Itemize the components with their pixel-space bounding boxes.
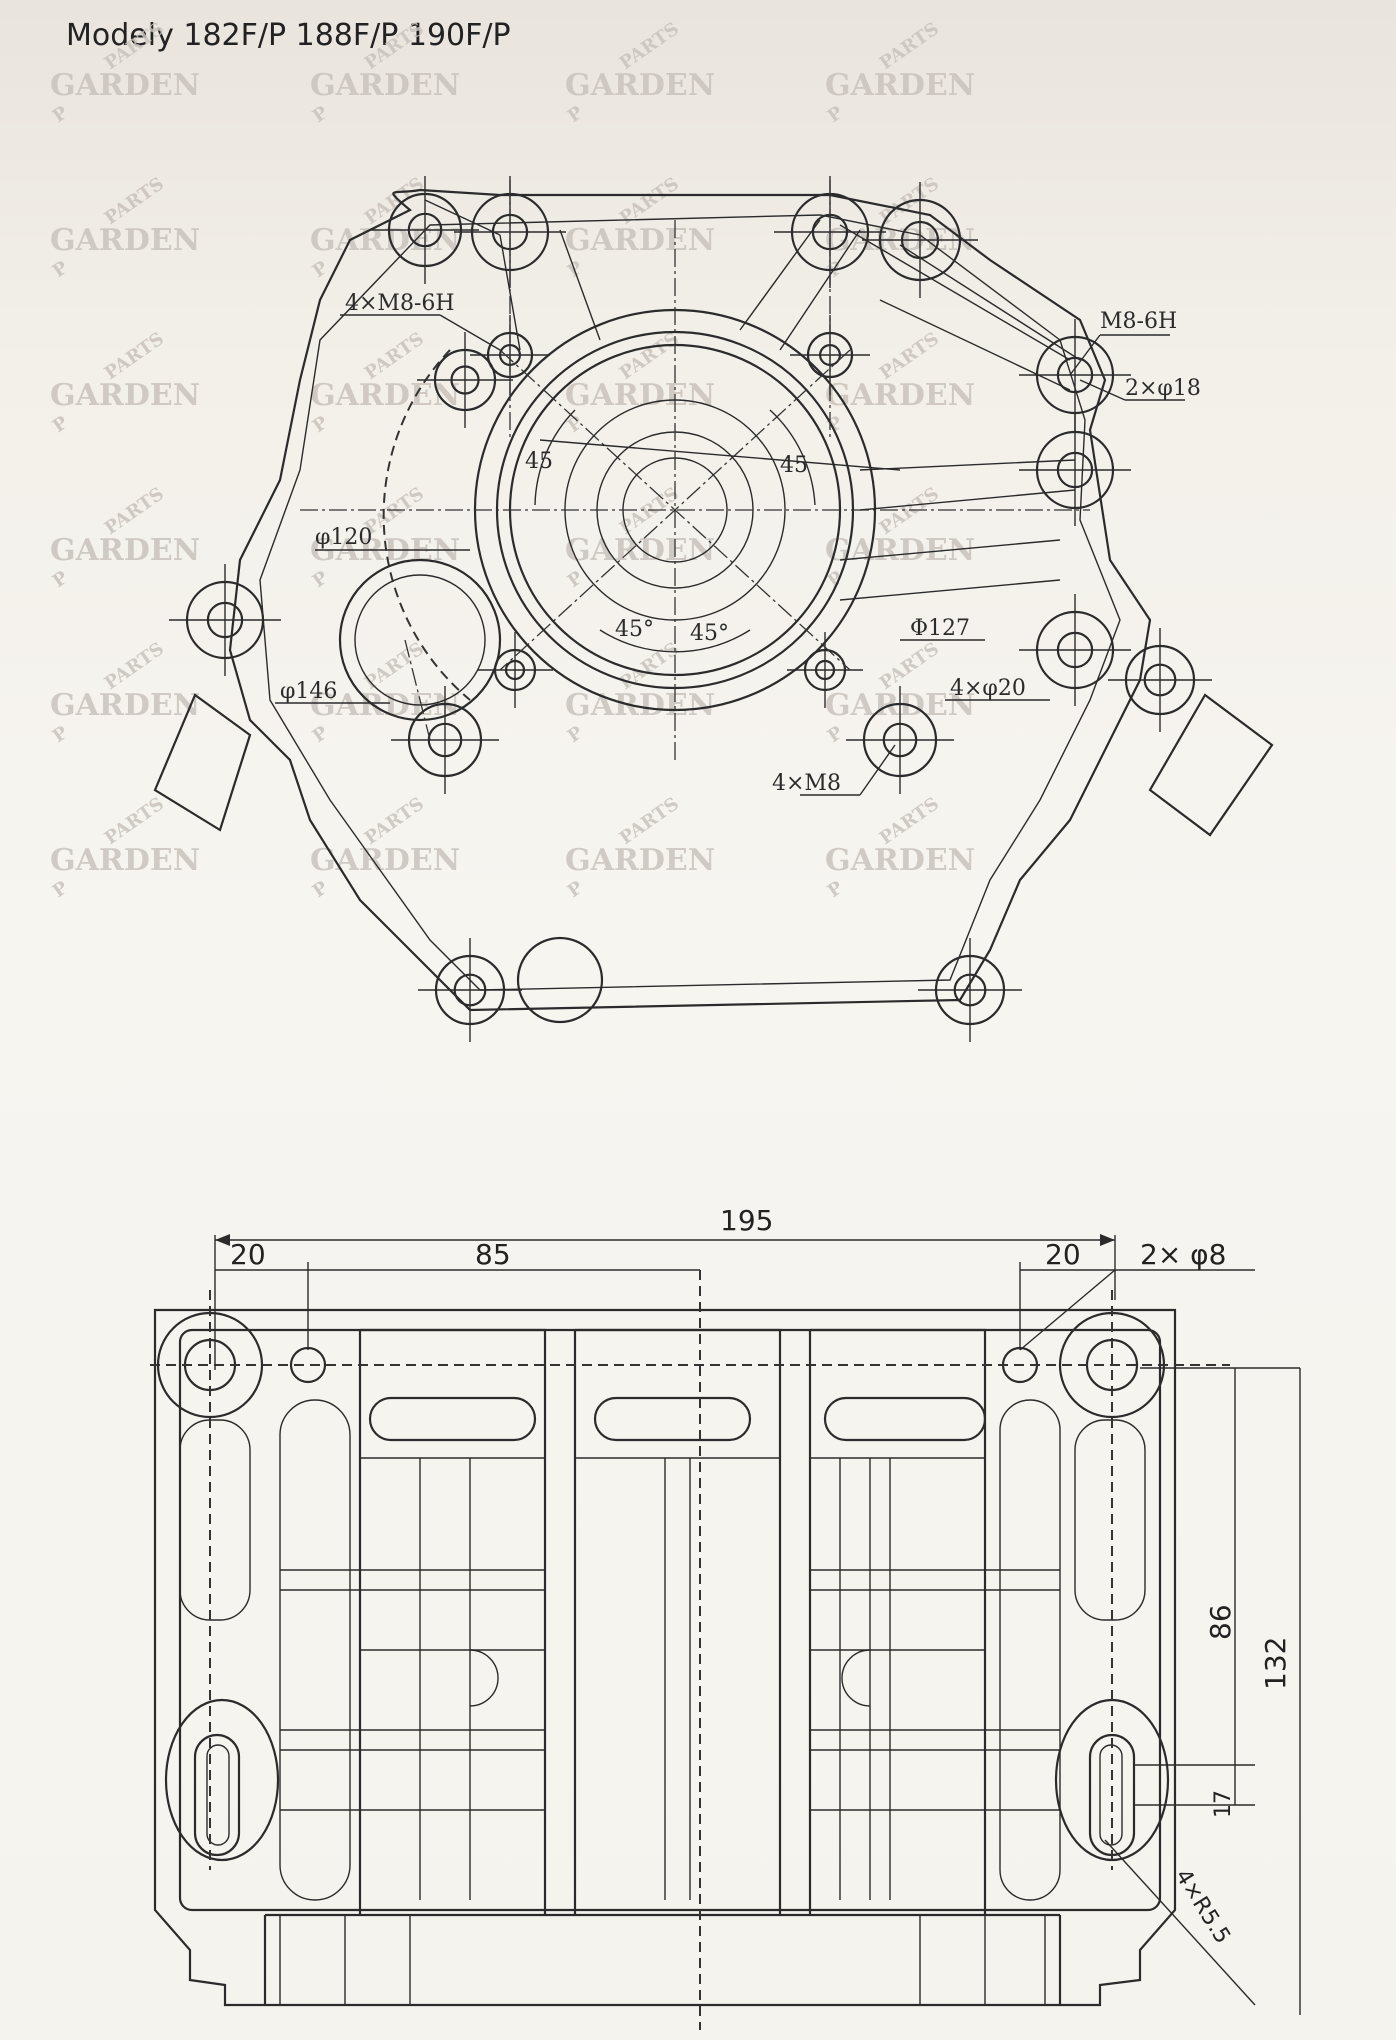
watermark-text: GARDEN: [50, 688, 200, 723]
watermark-small: PARTS: [876, 638, 943, 694]
watermark-text: GARDEN: [50, 378, 200, 413]
dim-20-left: 20: [230, 1238, 266, 1271]
watermark-text: GARDEN: [50, 843, 200, 878]
watermark-text: GARDEN: [565, 533, 715, 568]
watermark-small: PARTS: [101, 483, 168, 539]
watermark-text: GARDEN: [565, 223, 715, 258]
watermark-text: GARDEN: [565, 688, 715, 723]
watermark-small: PARTS: [101, 173, 168, 229]
label-2x-phi18: 2×φ18: [1125, 376, 1201, 401]
watermark-small: P: [564, 257, 588, 282]
dim-86: 86: [1204, 1604, 1237, 1640]
watermark-text: GARDEN: [565, 378, 715, 413]
right-tab: [1148, 693, 1274, 837]
dim-20-right: 20: [1045, 1238, 1081, 1271]
watermark-small: P: [49, 257, 73, 282]
watermark-small: P: [824, 722, 848, 747]
watermark-small: P: [309, 722, 333, 747]
watermark-small: PARTS: [101, 328, 168, 384]
label-4x-m8-6h: 4×M8-6H: [345, 291, 455, 316]
watermark-text: GARDEN: [565, 843, 715, 878]
watermark-text: GARDEN: [310, 843, 460, 878]
watermark-small: PARTS: [361, 793, 428, 849]
watermark-text: GARDEN: [50, 68, 200, 103]
watermark-small: P: [824, 102, 848, 127]
watermark-small: P: [564, 412, 588, 437]
left-tab: [153, 693, 252, 832]
watermark-layer: GARDENPARTSPGARDENPARTSPGARDENPARTSPGARD…: [49, 18, 975, 902]
watermark-text: GARDEN: [825, 378, 975, 413]
watermark-small: PARTS: [616, 18, 683, 74]
base-outline: [153, 1308, 1177, 2007]
watermark-text: GARDEN: [825, 843, 975, 878]
watermark-small: P: [309, 567, 333, 592]
dim-85: 85: [475, 1238, 511, 1271]
watermark-small: PARTS: [101, 18, 168, 74]
label-phi120: φ120: [315, 525, 372, 550]
dim-4x-r5-5: 4×R5.5: [1170, 1865, 1235, 1948]
watermark-small: PARTS: [616, 328, 683, 384]
label-4x-phi20: 4×φ20: [950, 676, 1026, 701]
watermark-small: P: [49, 567, 73, 592]
watermark-small: PARTS: [876, 793, 943, 849]
watermark-small: PARTS: [616, 793, 683, 849]
page-title: Modely 182F/P 188F/P 190F/P: [66, 18, 511, 53]
side-view: 195 20 85 20 2× φ8 86 132 17 4×R5.5: [150, 1204, 1301, 2030]
watermark-small: PARTS: [361, 173, 428, 229]
dimension-lines: [214, 1235, 1301, 2015]
watermark-small: PARTS: [361, 18, 428, 74]
label-phi146: φ146: [280, 679, 337, 704]
watermark-small: P: [49, 722, 73, 747]
watermark-small: P: [564, 722, 588, 747]
watermark-small: P: [824, 877, 848, 902]
dim-132: 132: [1259, 1637, 1292, 1690]
dim-17: 17: [1211, 1790, 1236, 1818]
bolt-bosses: [169, 176, 1212, 1042]
watermark-text: GARDEN: [50, 533, 200, 568]
dim-195: 195: [720, 1204, 773, 1237]
watermark-small: PARTS: [876, 483, 943, 539]
watermark-small: P: [309, 257, 333, 282]
aux-bore: [338, 558, 502, 722]
watermark-small: P: [49, 412, 73, 437]
watermark-text: GARDEN: [310, 378, 460, 413]
drain-boss: [516, 936, 604, 1024]
watermark-small: PARTS: [101, 793, 168, 849]
watermark-small: PARTS: [101, 638, 168, 694]
watermark-text: GARDEN: [310, 68, 460, 103]
label-m8-6h: M8-6H: [1100, 309, 1177, 334]
watermark-small: P: [49, 877, 73, 902]
label-4x-m8: 4×M8: [772, 771, 841, 796]
watermark-text: GARDEN: [50, 223, 200, 258]
watermark-text: GARDEN: [310, 223, 460, 258]
watermark-small: P: [309, 877, 333, 902]
watermark-small: P: [564, 877, 588, 902]
watermark-small: P: [49, 102, 73, 127]
watermark-text: GARDEN: [825, 68, 975, 103]
left-slot-boss: [164, 1698, 280, 1862]
dim-2x-phi8: 2× φ8: [1140, 1238, 1226, 1271]
label-phi127: Φ127: [910, 616, 970, 641]
top-view: 4×M8-6H M8-6H 2×φ18 φ120 Φ127 4×φ20 φ146…: [153, 176, 1274, 1042]
label-angle-br: 45°: [690, 621, 729, 646]
watermark-small: PARTS: [876, 18, 943, 74]
label-angle-tl: 45: [525, 449, 553, 474]
watermark-small: PARTS: [876, 328, 943, 384]
housing-outline: [228, 188, 1152, 1012]
watermark-small: PARTS: [361, 638, 428, 694]
watermark-small: PARTS: [361, 328, 428, 384]
label-angle-bl: 45°: [615, 617, 654, 642]
watermark-small: P: [309, 102, 333, 127]
watermark-small: P: [309, 412, 333, 437]
watermark-small: P: [564, 102, 588, 127]
watermark-small: PARTS: [616, 173, 683, 229]
watermark-text: GARDEN: [565, 68, 715, 103]
